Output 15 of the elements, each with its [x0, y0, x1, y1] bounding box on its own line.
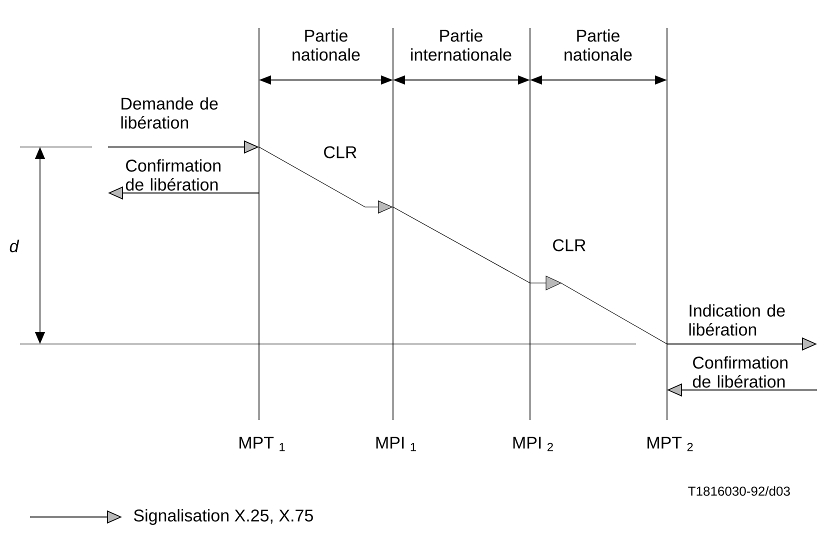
signal-arrow: [530, 276, 668, 344]
edge-label: Confirmation de libération: [692, 356, 788, 388]
section-label: Partie nationale: [564, 29, 632, 61]
edge-label: Confirmation de libération: [126, 159, 220, 191]
edge-label: CLR: [324, 146, 356, 158]
edge-label: CLR: [553, 239, 586, 252]
lifeline: MPI $_{2}$: [513, 28, 553, 452]
lifeline: MPT $_{1}$: [240, 28, 285, 452]
dimension-label: d: [10, 240, 20, 252]
edge-label: Demande de libération: [121, 97, 218, 129]
figure-code: T1816030-92/d03: [688, 486, 790, 496]
section-label: Partie internationale: [411, 29, 512, 61]
legend-text: Signalisation X.25, X.75: [134, 509, 313, 525]
edge-label: Indication de libération: [689, 304, 785, 336]
section-label: Partie nationale: [292, 29, 360, 61]
